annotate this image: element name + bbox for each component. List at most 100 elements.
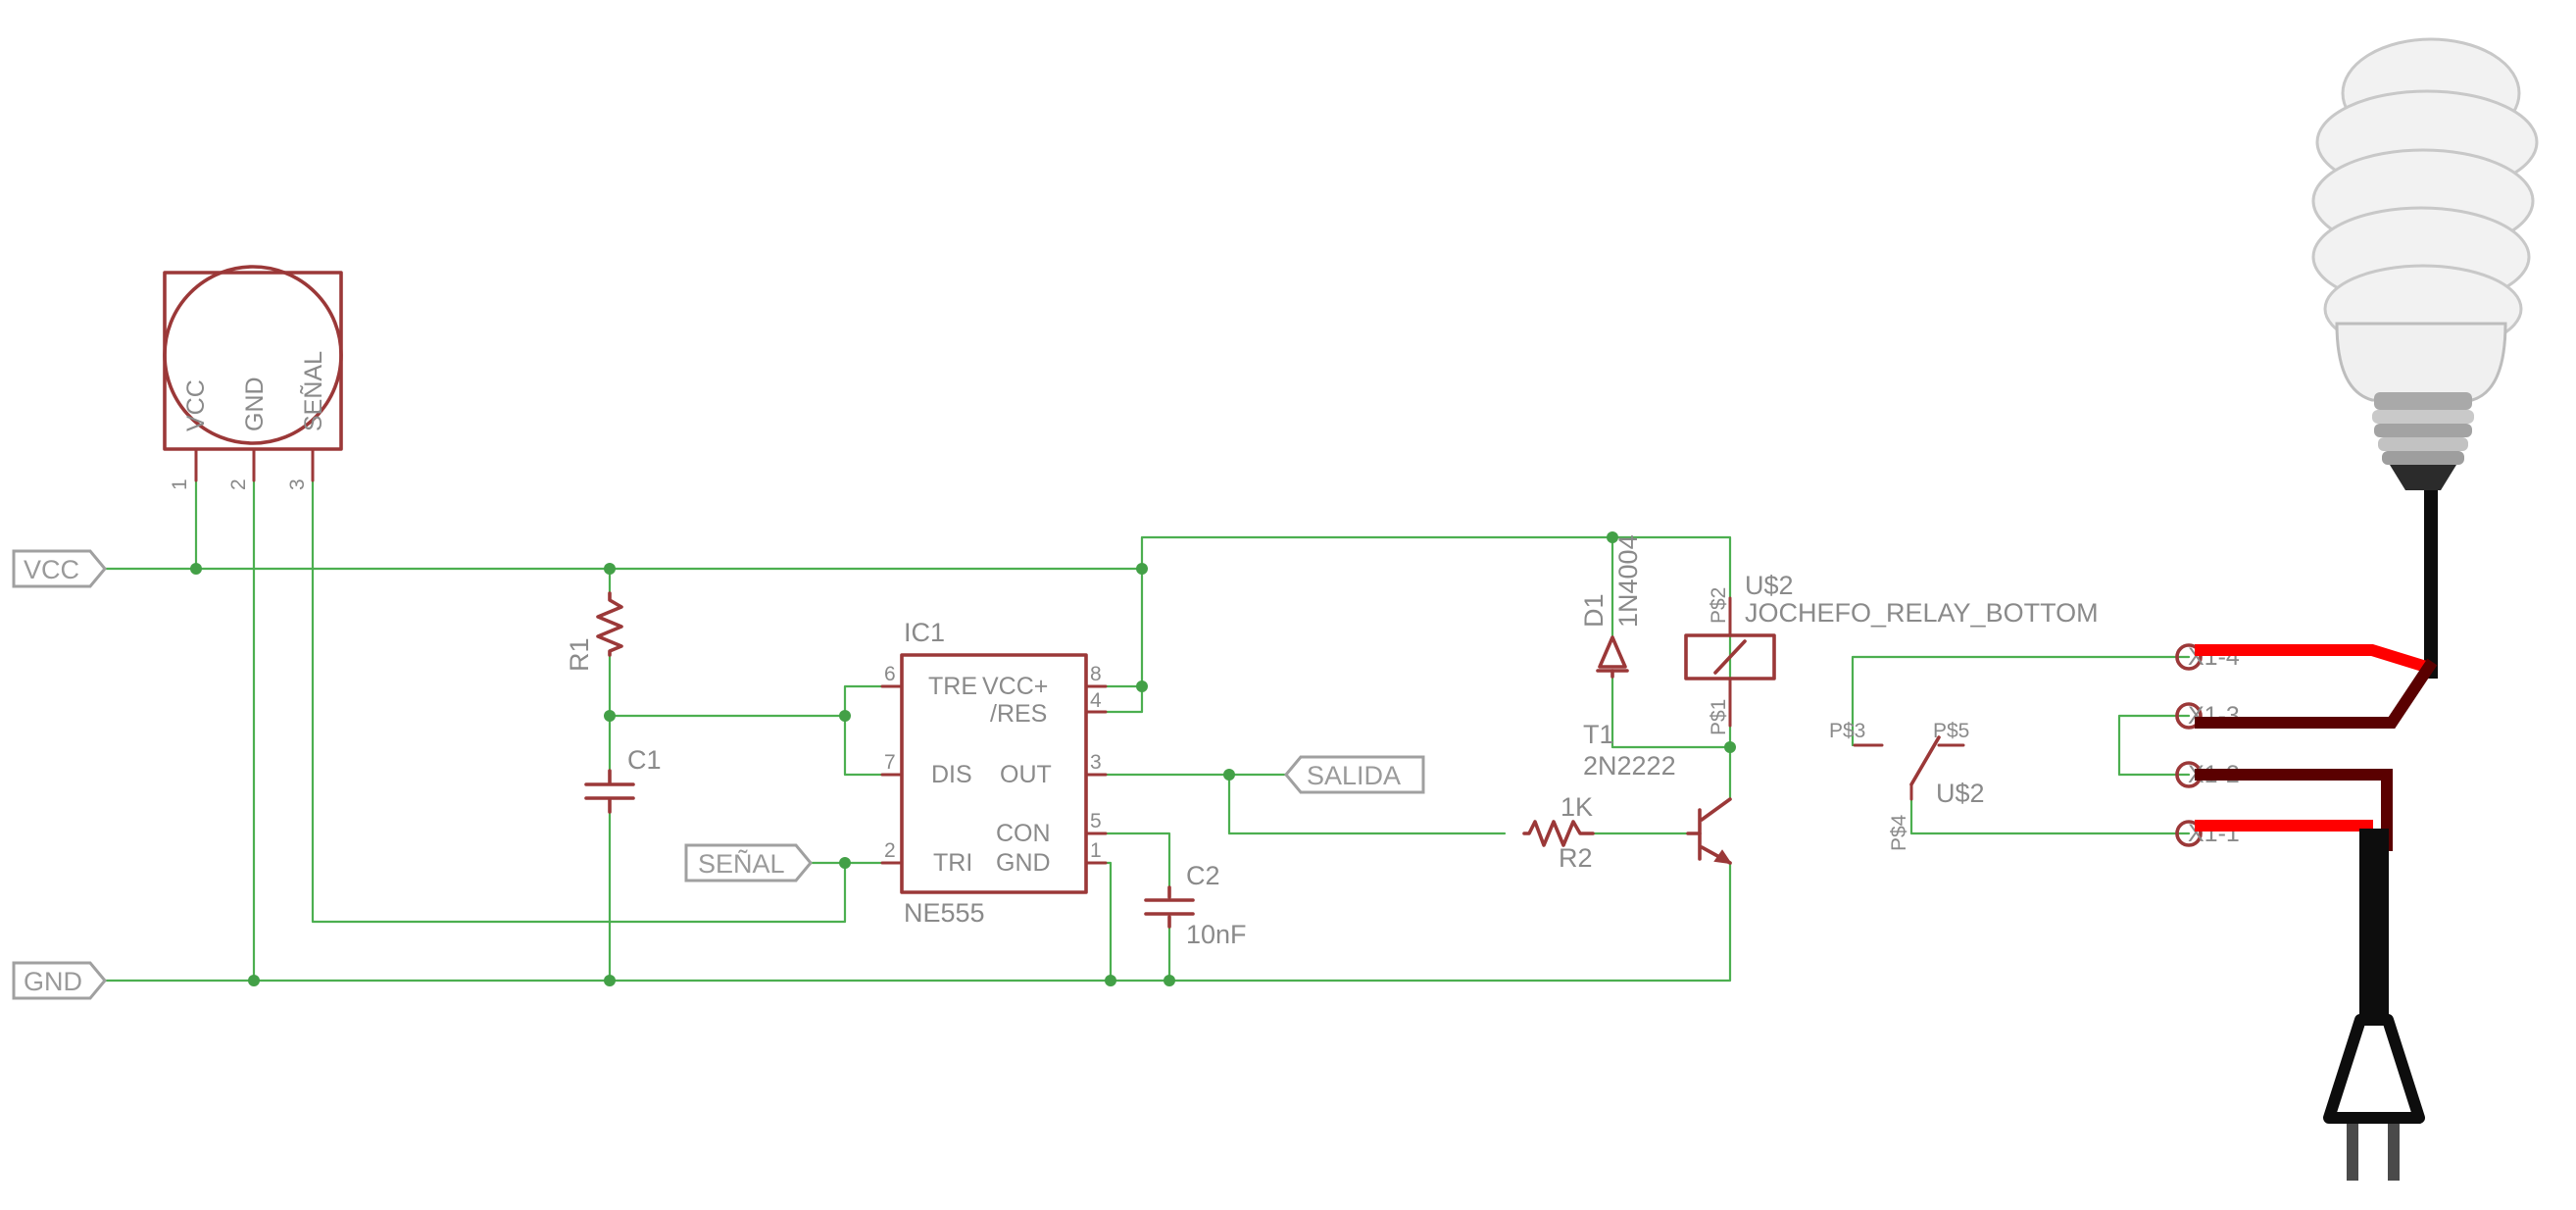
terminal-circle: [2175, 820, 2203, 847]
ic1-label-gnd: GND: [996, 849, 1051, 877]
sensor-pin-number: 2: [227, 479, 250, 490]
t1-value: 2N2222: [1583, 751, 1676, 781]
sensor-pin-number: 1: [169, 479, 191, 490]
sensor-dome: [163, 265, 343, 445]
r1-name: R1: [565, 637, 594, 672]
ic1-pin-number: 1: [1090, 839, 1102, 862]
ic1-pin-number: 8: [1090, 663, 1102, 685]
wire-relay-x1-1: [1909, 797, 2191, 835]
r1-symbol: [596, 591, 623, 657]
port-vcc: VCC: [12, 549, 107, 588]
c2-name: C2: [1186, 861, 1220, 890]
port-salida: SALIDA: [1284, 755, 1425, 794]
wire-out-to-r2: [1227, 773, 1507, 835]
relay-coil-slash: [1713, 639, 1747, 675]
capacitor-c1: C1: [584, 745, 662, 814]
resistor-r1: R1: [565, 591, 623, 672]
c2-value: 10nF: [1186, 920, 1247, 949]
wire-relay-x1-4: [1851, 655, 2191, 747]
d1-triangle: [1598, 635, 1627, 669]
relay-switch-pin-label: P$5: [1933, 720, 1969, 742]
junction-dot: [190, 563, 202, 575]
ic1-pin-number: 4: [1090, 689, 1102, 712]
relay-switch: P$3 P$5 P$4 U$2: [1829, 720, 1985, 851]
ic1-pin-number: 5: [1090, 810, 1102, 832]
terminal-block-x1: X1-4 X1-3 X1-2 X1-1: [2175, 643, 2240, 847]
ic1-label-out: OUT: [1000, 761, 1052, 788]
wire-ic-gnd: [1084, 861, 1113, 983]
d1-value: 1N4004: [1613, 534, 1643, 628]
relay-value: JOCHEFO_RELAY_BOTTOM: [1745, 598, 2099, 628]
mains-wire-x1-3: [2195, 658, 2438, 729]
c1-name: C1: [627, 745, 662, 775]
capacitor-c2: C2 10nF: [1144, 861, 1247, 949]
bulb-spiral: [2311, 37, 2539, 354]
junction-dot: [604, 975, 616, 986]
mains-wiring: [2195, 483, 2438, 1034]
bulb-base: [2372, 392, 2474, 490]
port-senal-label: SEÑAL: [698, 848, 785, 879]
junction-dot: [248, 975, 260, 986]
wire-r1c1-to-tre: [608, 684, 904, 718]
t1-name: T1: [1583, 720, 1614, 749]
diode-d1: D1 1N4004: [1579, 534, 1643, 679]
mains-wire-x1-4: [2195, 644, 2434, 675]
junction-dot: [1724, 741, 1736, 753]
junction-dot: [1136, 563, 1148, 575]
net-wires: [103, 479, 2191, 983]
port-gnd-label: GND: [24, 967, 82, 996]
wire-diode-bottom: [1610, 675, 1732, 749]
junction-dot: [1223, 769, 1235, 781]
junction-dot: [604, 710, 616, 722]
ic1-pin-number: 3: [1090, 751, 1102, 774]
sensor-module: VCC GND SEÑAL 1 2 3: [163, 265, 343, 490]
t1-collector: [1700, 797, 1732, 822]
wire-gnd-rail: [103, 861, 1732, 983]
junction-dots: [190, 531, 1736, 986]
r2-name: R2: [1559, 843, 1593, 873]
plug-body: [2323, 1014, 2425, 1124]
ic1-label-res: /RES: [990, 700, 1047, 728]
relay-name: U$2: [1745, 571, 1794, 600]
junction-dot: [1105, 975, 1116, 986]
relay-switch-pin-label: P$3: [1829, 720, 1865, 742]
relay-coil-pin-label: P$1: [1708, 699, 1730, 735]
terminal-circle: [2175, 702, 2203, 730]
relay-switch-blade: [1909, 735, 1941, 786]
junction-dot: [1164, 975, 1175, 986]
junction-dot: [839, 857, 851, 869]
sensor-pin-label-gnd: GND: [241, 377, 269, 431]
port-gnd: GND: [12, 961, 107, 1000]
relay-switch-name: U$2: [1936, 779, 1985, 808]
plug-prong: [2388, 1124, 2400, 1181]
sensor-pin-label-vcc: VCC: [182, 379, 210, 431]
d1-name: D1: [1579, 593, 1609, 628]
wire-con: [1084, 832, 1171, 889]
ic1-pin-number: 2: [884, 839, 896, 862]
port-senal: SEÑAL: [684, 843, 813, 882]
junction-dot: [604, 563, 616, 575]
port-salida-label: SALIDA: [1307, 761, 1401, 790]
junction-dot: [1136, 681, 1148, 692]
plug-prong: [2347, 1124, 2358, 1181]
ic1-name: IC1: [904, 618, 945, 647]
bulb-collar: [2335, 322, 2507, 402]
ic1-label-dis: DIS: [931, 761, 972, 788]
t1-emitter-arrow: [1713, 849, 1733, 865]
port-vcc-label: VCC: [24, 555, 79, 584]
light-bulb-icon: [2311, 37, 2539, 490]
ic1-value: NE555: [904, 898, 985, 928]
ic1-ne555: IC1 NE555 TRE VCC+ /RES DIS OUT CON TRI …: [880, 618, 1108, 928]
junction-dot: [1607, 531, 1618, 543]
sensor-pin-label-senal: SEÑAL: [299, 351, 327, 431]
r2-value: 1K: [1560, 792, 1593, 822]
ic1-label-vcc: VCC+: [982, 673, 1048, 700]
ic1-label-con: CON: [996, 820, 1051, 847]
r2-symbol: [1522, 820, 1595, 847]
terminal-circle: [2175, 643, 2203, 671]
ic1-pin-number: 6: [884, 663, 896, 685]
wire-sensor-signal: [311, 479, 847, 924]
relay-switch-pin-label: P$4: [1888, 814, 1910, 851]
ic1-pin-number: 7: [884, 751, 896, 774]
